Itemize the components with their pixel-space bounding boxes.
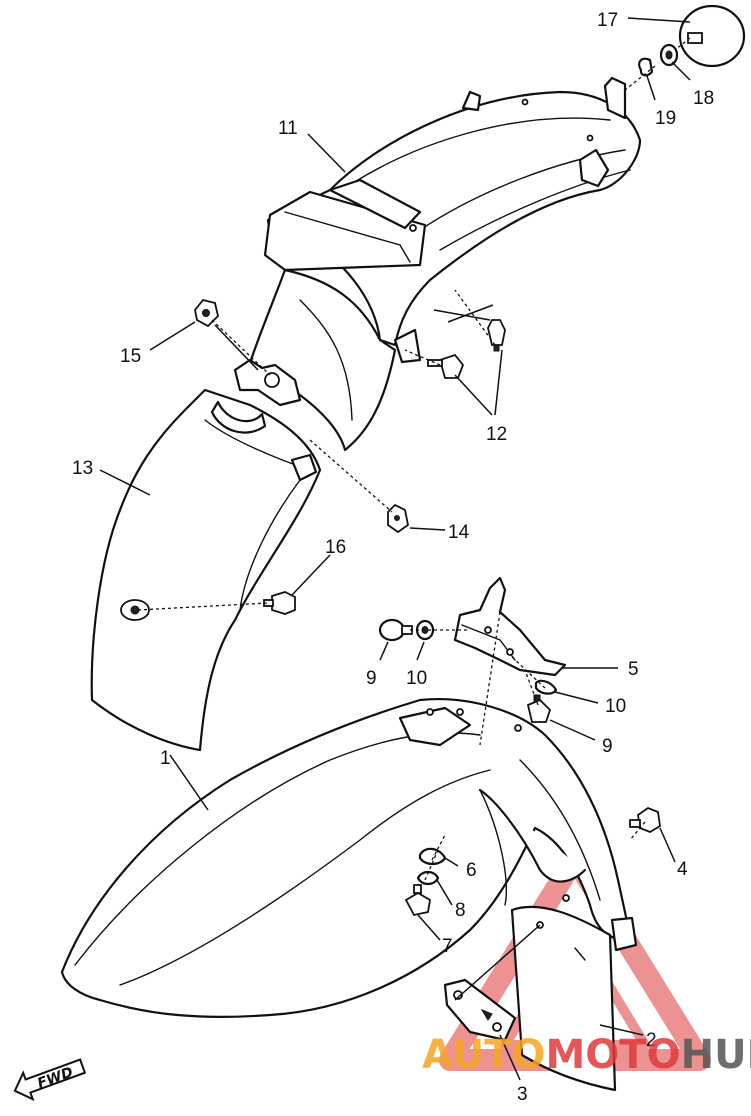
bracket-part-5: [453, 576, 567, 677]
washer-part-10-right: [534, 679, 558, 695]
rear-fender-part-11: [233, 76, 642, 452]
clip-part-6: [418, 847, 447, 866]
callout-9-left: 9: [366, 668, 377, 689]
watermark-text: AUTOMOTOHUB: [422, 1032, 751, 1078]
watermark-auto: AUTO: [422, 1032, 546, 1078]
grommet-part-14: [387, 503, 409, 534]
damper-part-16: [263, 591, 296, 615]
assembly-dashed-lines: [137, 37, 691, 881]
callout-4: 4: [677, 859, 688, 880]
callout-18: 18: [693, 88, 714, 109]
callout-5: 5: [628, 659, 639, 680]
callout-7: 7: [442, 936, 453, 957]
callout-12: 12: [486, 424, 507, 445]
washer-part-19: [638, 57, 654, 77]
callout-1: 1: [160, 748, 171, 769]
callout-10-left: 10: [406, 668, 427, 689]
bolt-part-12-lower: [427, 353, 465, 379]
reflector-part-17: [678, 4, 746, 68]
callout-3: 3: [517, 1084, 528, 1105]
callout-9-right: 9: [602, 736, 613, 757]
callout-13: 13: [72, 458, 93, 479]
plate-part-3: [443, 978, 517, 1042]
callout-19: 19: [655, 108, 676, 129]
nut-part-15: [194, 298, 219, 328]
callout-6: 6: [466, 860, 477, 881]
svg-text:AUTOMOTOHUB: AUTOMOTOHUB: [422, 1032, 751, 1078]
bolt-part-9-left: [378, 618, 413, 642]
fwd-direction-marker: FWD: [13, 1058, 87, 1102]
bolt-part-4: [629, 806, 661, 834]
washer-part-18: [659, 43, 679, 67]
washer-part-8: [416, 870, 440, 886]
mudguard-part-13: [90, 388, 322, 752]
bolt-part-9-right: [526, 694, 552, 723]
mudflap-part-2: [510, 894, 617, 1092]
callout-labels: 17 18 19 11 15 12 13 14 16 9 10 5 10 9 1…: [72, 10, 714, 1105]
callout-2: 2: [646, 1030, 657, 1051]
watermark-hub: HUB: [681, 1032, 751, 1078]
watermark-moto: MOTO: [546, 1032, 681, 1078]
bolt-part-7: [404, 884, 431, 917]
callout-17: 17: [597, 10, 618, 31]
callout-14: 14: [448, 522, 470, 543]
callout-16: 16: [325, 537, 346, 558]
bolt-part-12-upper: [487, 319, 506, 352]
callout-8: 8: [455, 900, 466, 921]
callout-15: 15: [120, 346, 141, 367]
leader-lines: [99, 17, 691, 1081]
callout-10-right: 10: [605, 696, 626, 717]
callout-11: 11: [278, 118, 298, 139]
front-fender-part-1: [60, 698, 638, 1018]
